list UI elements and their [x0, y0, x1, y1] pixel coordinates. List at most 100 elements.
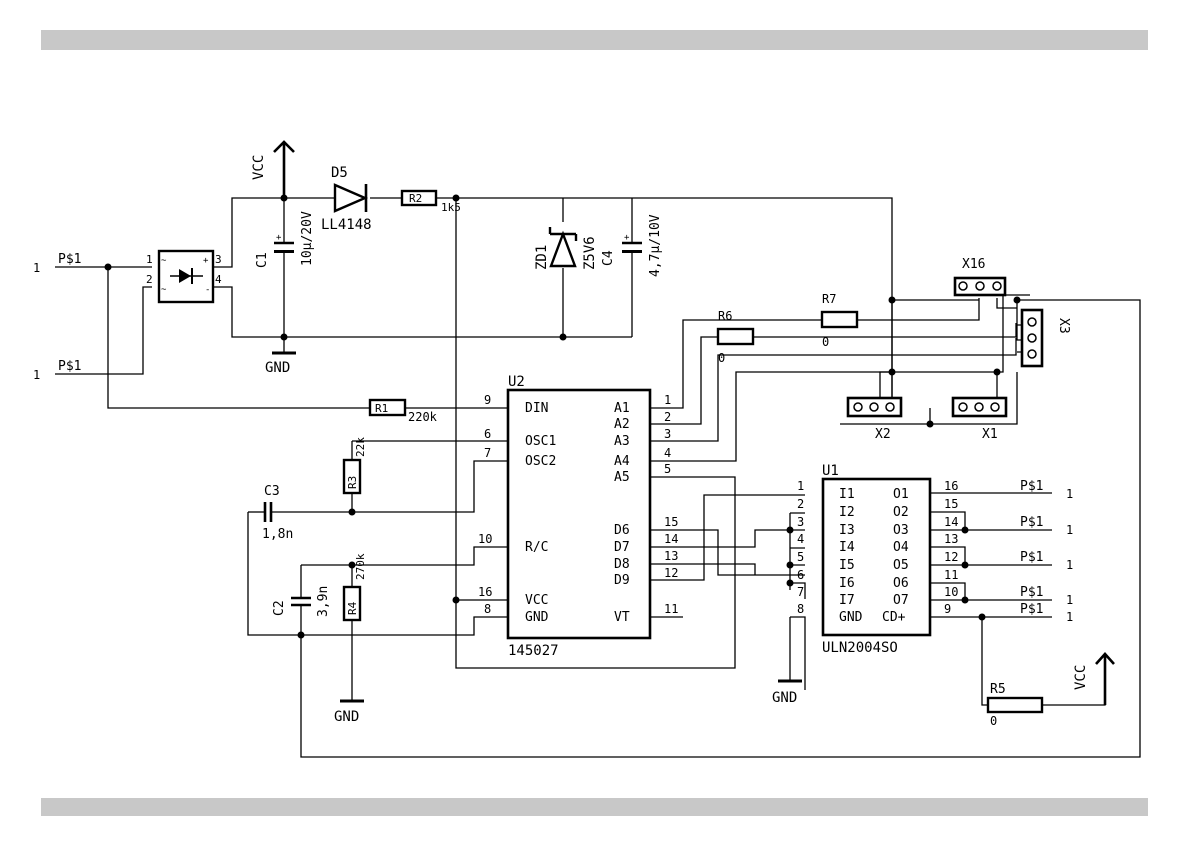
- u1-pin-left: 1: [797, 479, 804, 493]
- u1-label-out: O3: [893, 523, 909, 538]
- u1-label-out: O2: [893, 505, 909, 520]
- vcc-arrow-icon: [1095, 652, 1115, 705]
- bridge-pin-3: 3: [215, 253, 222, 266]
- u2-pin-14: 14: [664, 532, 678, 546]
- u1-label-out: O1: [893, 487, 909, 502]
- u1-pin-left: 6: [797, 568, 804, 582]
- vcc-arrow-icon: [273, 140, 295, 198]
- u1-label-in: I7: [839, 593, 855, 608]
- u2-pin-10: 10: [478, 532, 492, 546]
- c1-value: 10µ/20V: [300, 211, 315, 266]
- u1-pin-left: 3: [797, 515, 804, 529]
- u2-pin-9: 9: [484, 393, 491, 407]
- resistor-r7: R7 0: [820, 292, 859, 349]
- u2-label-rc: R/C: [525, 540, 548, 555]
- u2-label-a5: A5: [614, 470, 630, 485]
- net-label-pin: P$1: [1020, 515, 1043, 530]
- net-label-pin: P$1: [1020, 479, 1043, 494]
- bridge-pin-4: 4: [215, 273, 222, 286]
- u2-pin-16: 16: [478, 585, 492, 599]
- power-symbols: VCC VCC GND GND GND: [251, 140, 1115, 725]
- u1-label-cd: CD+: [882, 610, 906, 625]
- gnd-label: GND: [334, 709, 359, 725]
- u2-label-a1: A1: [614, 401, 630, 416]
- u1-pin-right: 11: [944, 568, 958, 582]
- r5-value: 0: [990, 714, 997, 728]
- u1-label-out: O7: [893, 593, 909, 608]
- capacitor-c4: + C4 4,7µ/10V: [601, 214, 663, 277]
- bridge-minus-mark: -: [205, 285, 210, 295]
- net-label-one: 1: [33, 368, 40, 382]
- u2-label-vcc: VCC: [525, 593, 548, 608]
- resistor-r4: R4 270k: [342, 553, 367, 622]
- net-label-pin: P$1: [58, 359, 81, 374]
- u1-label-in: I4: [839, 540, 855, 555]
- resistor-r1: R1 220k: [368, 398, 438, 424]
- u1-pin-left: 2: [797, 497, 804, 511]
- u1-value: ULN2004SO: [822, 640, 898, 656]
- bridge-ac-mark: ~: [161, 285, 167, 295]
- gnd-label: GND: [265, 360, 290, 376]
- connector-x16: X16: [953, 257, 1007, 297]
- x16-name: X16: [962, 257, 985, 272]
- top-border-bar: [41, 30, 1148, 50]
- x2-name: X2: [875, 427, 891, 442]
- u1-pin-left: 4: [797, 532, 804, 546]
- net-label-pin: P$1: [1020, 550, 1043, 565]
- u1-pin-right: 15: [944, 497, 958, 511]
- net-label-one: 1: [1066, 593, 1073, 607]
- net-label-pin: P$1: [58, 252, 81, 267]
- junctions: [104, 194, 1021, 639]
- u2-pin-4: 4: [664, 446, 671, 460]
- u1-label-out: O5: [893, 558, 909, 573]
- capacitor-c3: C3 1,8n: [262, 484, 293, 542]
- u1-pin-left: 8: [797, 602, 804, 616]
- connector-x2: X2: [846, 396, 903, 442]
- gnd-label: GND: [772, 690, 797, 706]
- resistor-r6: R6 0: [716, 309, 755, 365]
- u1-label-in: I1: [839, 487, 855, 502]
- u1-label-in: I2: [839, 505, 855, 520]
- bridge-plus-mark: +: [203, 256, 209, 266]
- u2-label-d9: D9: [614, 573, 630, 588]
- u1-pin-right: 13: [944, 532, 958, 546]
- c1-polarity: +: [276, 233, 282, 243]
- u1-pin-left: 7: [797, 585, 804, 599]
- c4-polarity: +: [624, 233, 630, 243]
- net-label-pin: P$1: [1020, 585, 1043, 600]
- net-label-one: 1: [1066, 487, 1073, 501]
- u1-label-in: I5: [839, 558, 855, 573]
- net-label-one: 1: [1066, 610, 1073, 624]
- c2-value: 3,9n: [316, 586, 331, 617]
- u2-label-a2: A2: [614, 417, 630, 432]
- u2-pin-2: 2: [664, 410, 671, 424]
- u2-pin-12: 12: [664, 566, 678, 580]
- r5-name: R5: [990, 682, 1006, 697]
- bridge-pin-2: 2: [146, 273, 153, 286]
- u2-pin-5: 5: [664, 462, 671, 476]
- input-labels: 1 P$1 1 P$1: [33, 252, 81, 382]
- u2-label-d6: D6: [614, 523, 630, 538]
- u2-label-d7: D7: [614, 540, 630, 555]
- c4-value: 4,7µ/10V: [648, 214, 663, 277]
- zd1-value: Z5V6: [582, 236, 598, 270]
- u2-label-osc2: OSC2: [525, 454, 556, 469]
- u1-label-out: O4: [893, 540, 909, 555]
- resistor-r5: R5 0: [986, 682, 1044, 728]
- x3-name: X3: [1056, 318, 1071, 334]
- r6-name: R6: [718, 309, 732, 323]
- c2-name: C2: [272, 600, 287, 616]
- u2-label-vt: VT: [614, 610, 630, 625]
- u2-pin-11: 11: [664, 602, 678, 616]
- d5-name: D5: [331, 165, 348, 181]
- wires: [55, 197, 1141, 758]
- r2-value: 1k5: [441, 201, 461, 214]
- u1-pin-right: 10: [944, 585, 958, 599]
- connector-x1: X1: [951, 396, 1008, 442]
- bridge-pin-1: 1: [146, 253, 153, 266]
- u1-label-in: I6: [839, 576, 855, 591]
- u2-label-din: DIN: [525, 401, 548, 416]
- u1-pin-right: 12: [944, 550, 958, 564]
- diode-d5: D5 LL4148: [321, 165, 372, 233]
- resistor-r2: R2 1k5: [400, 189, 461, 214]
